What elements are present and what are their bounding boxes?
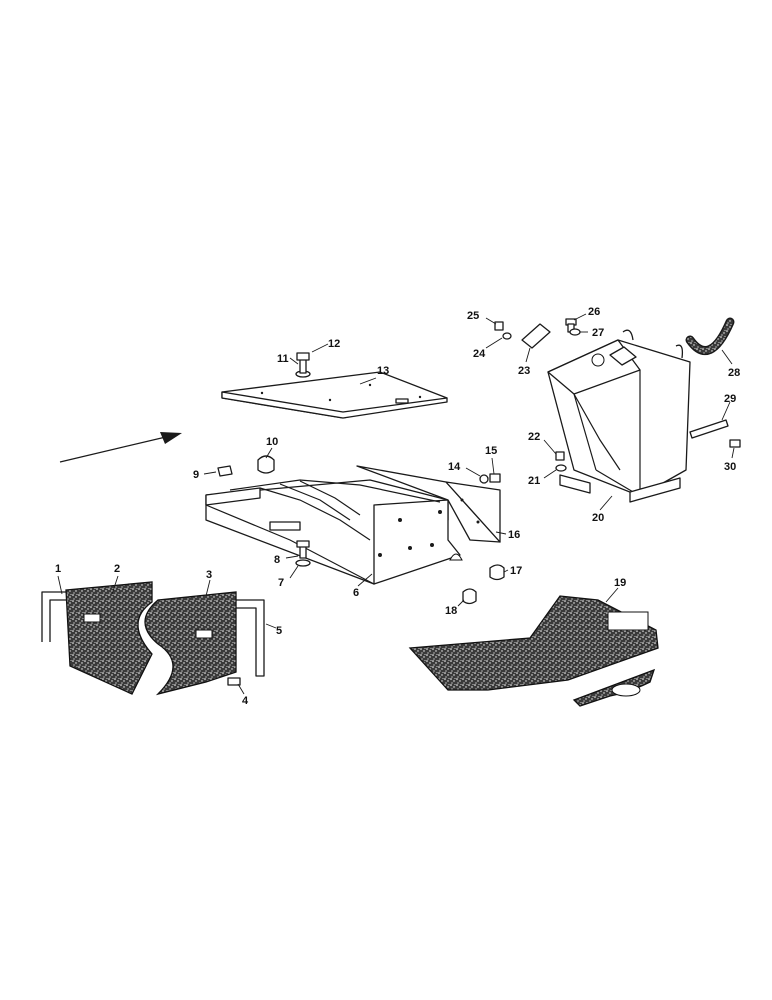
- callout-17: 17: [510, 565, 522, 577]
- callout-5: 5: [276, 625, 282, 637]
- frame-bolt: [295, 540, 311, 567]
- bracket-right: [689, 419, 741, 448]
- side-bolt: [479, 473, 501, 484]
- callout-21: 21: [528, 475, 540, 487]
- side-plate: [356, 465, 501, 543]
- callout-25: 25: [467, 310, 479, 322]
- felt-panels: [65, 581, 237, 696]
- callout-27: 27: [592, 327, 604, 339]
- bolt-and-washer: [295, 352, 311, 378]
- callout-9: 9: [193, 469, 199, 481]
- callout-30: 30: [724, 461, 736, 473]
- callout-23: 23: [518, 365, 530, 377]
- callout-11: 11: [277, 353, 289, 365]
- top-hardware: [494, 318, 581, 349]
- panel-bolt: [227, 677, 241, 686]
- leader-lines: [57, 313, 735, 695]
- callout-10: 10: [266, 436, 278, 448]
- cover-plate: [221, 371, 448, 419]
- floor-mat: [408, 595, 659, 707]
- column-housing: [547, 329, 691, 503]
- callout-1: 1: [55, 563, 61, 575]
- callout-15: 15: [485, 445, 497, 457]
- callout-2: 2: [114, 563, 120, 575]
- callout-4: 4: [242, 695, 249, 707]
- callout-20: 20: [592, 512, 604, 524]
- housing-bolt: [555, 451, 567, 472]
- callout-6: 6: [353, 587, 359, 599]
- callout-14: 14: [448, 461, 461, 473]
- callout-19: 19: [614, 577, 626, 589]
- hose: [685, 317, 735, 355]
- main-frame: [205, 479, 463, 585]
- callout-18: 18: [445, 605, 457, 617]
- callout-26: 26: [588, 306, 600, 318]
- callout-29: 29: [724, 393, 736, 405]
- callout-8: 8: [274, 554, 280, 566]
- callout-24: 24: [473, 348, 486, 360]
- callout-13: 13: [377, 365, 389, 377]
- callout-3: 3: [206, 569, 212, 581]
- callout-22: 22: [528, 431, 540, 443]
- direction-arrow: [59, 432, 182, 463]
- grommets: [217, 455, 505, 605]
- callout-28: 28: [728, 367, 740, 379]
- callout-12: 12: [328, 338, 340, 350]
- callout-16: 16: [508, 529, 520, 541]
- callout-7: 7: [278, 577, 284, 589]
